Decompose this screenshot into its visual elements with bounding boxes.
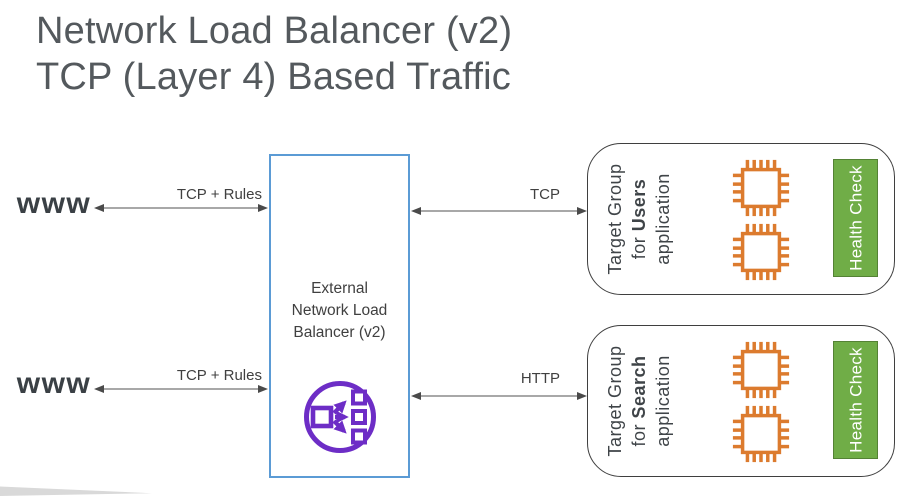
target-group-users-label-wrap: Target Group for Users application bbox=[592, 144, 690, 293]
health-check-label: Health Check bbox=[845, 347, 865, 453]
target-group-search: Target Group for Search application bbox=[587, 325, 895, 477]
load-balancer-box: External Network Load Balancer (v2) bbox=[269, 154, 410, 478]
arrow-www-to-lb-2 bbox=[94, 385, 268, 393]
target-group-users: Target Group for Users application bbox=[587, 143, 895, 295]
page-title: Network Load Balancer (v2) TCP (Layer 4)… bbox=[36, 8, 512, 100]
arrow-lb-to-search-group bbox=[411, 392, 587, 400]
tg-users-line-1: Target Group bbox=[605, 162, 625, 275]
tg-search-line-3: application bbox=[653, 354, 673, 447]
tg-search-line-1: Target Group bbox=[605, 344, 625, 457]
client-www-2: www bbox=[16, 367, 92, 400]
target-group-users-label: Target Group for Users application bbox=[603, 144, 679, 294]
lb-name-line-1: External bbox=[311, 280, 368, 297]
arrow-www-to-lb-1 bbox=[94, 204, 268, 212]
title-line-1: Network Load Balancer (v2) bbox=[36, 10, 513, 52]
cpu-chip-icon bbox=[732, 159, 790, 217]
arrow-label-tcp-rules-2: TCP + Rules bbox=[176, 367, 262, 384]
client-www-1: www bbox=[16, 187, 92, 220]
health-check-badge-search: Health Check bbox=[833, 341, 878, 459]
tg-users-line-3: application bbox=[653, 172, 673, 265]
target-group-search-label: Target Group for Search application bbox=[603, 326, 679, 476]
load-balancer-name: External Network Load Balancer (v2) bbox=[271, 278, 408, 344]
tg-users-line-2: for Users bbox=[629, 178, 649, 259]
title-line-2: TCP (Layer 4) Based Traffic bbox=[36, 56, 511, 98]
cpu-chip-icon bbox=[732, 405, 790, 463]
cpu-chip-icon bbox=[732, 341, 790, 399]
arrow-label-tcp-rules-1: TCP + Rules bbox=[176, 186, 262, 203]
arrow-label-tcp: TCP bbox=[530, 186, 560, 203]
lb-name-line-2: Network Load bbox=[291, 302, 388, 319]
health-check-badge-users: Health Check bbox=[833, 159, 878, 277]
elastic-load-balancer-icon bbox=[304, 381, 376, 453]
tg-search-line-2: for Search bbox=[629, 354, 649, 447]
target-group-search-label-wrap: Target Group for Search application bbox=[592, 326, 690, 475]
slide-corner-decoration bbox=[0, 486, 152, 496]
cpu-chip-icon bbox=[732, 223, 790, 281]
health-check-label: Health Check bbox=[845, 165, 865, 271]
arrow-label-http: HTTP bbox=[520, 370, 560, 387]
lb-name-line-3: Balancer (v2) bbox=[293, 324, 386, 341]
arrow-lb-to-users-group bbox=[411, 207, 587, 215]
